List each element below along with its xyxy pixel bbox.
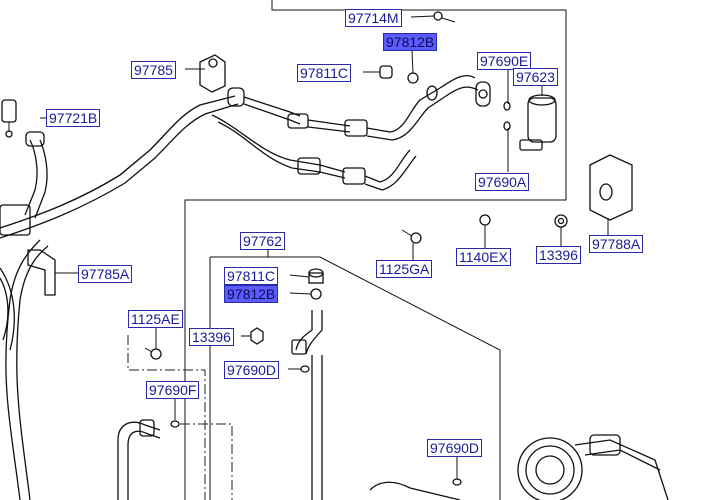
bracket-97785A [27,249,56,296]
label-97812B-top[interactable]: 97812B [383,33,438,51]
compressor [369,434,669,500]
cap-97811C-top [379,65,393,79]
bolt-1140EX [479,214,491,226]
pressure-switch-97721B [1,99,17,138]
bolt-1125GA [401,229,422,244]
label-97721B[interactable]: 97721B [46,109,101,127]
cover-97788A [589,154,633,221]
label-1140EX[interactable]: 1140EX [456,248,511,266]
suction-hose-97785 [0,74,491,239]
label-97812B-mid[interactable]: 97812B [224,285,279,303]
left-hoses [0,131,49,500]
label-97811C-top[interactable]: 97811C [297,64,352,82]
label-97788A[interactable]: 97788A [589,235,644,253]
label-13396-mid[interactable]: 13396 [189,328,234,346]
seal-97812B-top [407,72,419,84]
label-97690E[interactable]: 97690E [477,52,532,70]
label-97785A[interactable]: 97785A [78,265,133,283]
label-97811C-mid[interactable]: 97811C [224,267,279,285]
nut-13396-right [554,214,568,228]
nut-13396-mid [250,327,264,345]
bolt-97714M [433,11,456,23]
receiver-drier-97623 [503,94,557,151]
frame-lines [127,0,567,500]
hose-97690F [117,419,233,500]
label-97690D-mid[interactable]: 97690D [224,361,280,379]
label-1125GA[interactable]: 1125GA [376,260,433,278]
label-1125AE[interactable]: 1125AE [128,310,183,328]
label-97690A[interactable]: 97690A [475,173,530,191]
discharge-pipe-97762 [291,268,324,500]
label-97762[interactable]: 97762 [240,232,285,250]
label-13396-right[interactable]: 13396 [536,246,581,264]
label-97690D-bot[interactable]: 97690D [427,439,483,457]
label-97785[interactable]: 97785 [131,61,176,79]
label-97690F[interactable]: 97690F [146,381,200,399]
liquid-line [211,114,417,191]
label-97623[interactable]: 97623 [513,68,558,86]
bolt-1125AE [144,347,162,360]
label-97714M[interactable]: 97714M [345,9,402,27]
bracket-97785 [199,54,226,93]
